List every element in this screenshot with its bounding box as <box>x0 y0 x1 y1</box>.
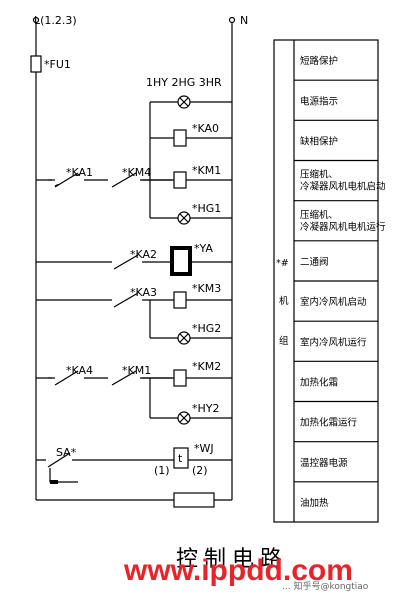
contact-km4 <box>111 172 137 188</box>
table-side-mark: *# <box>276 258 289 269</box>
wj-pin2-label: (2) <box>192 464 208 477</box>
km1-contact-label: *KM1 <box>122 364 151 377</box>
table-cell: 电源指示 <box>300 95 338 107</box>
watermark-site: www.ippdd.com <box>123 554 353 587</box>
table-cell: 油加热 <box>300 497 329 509</box>
ka1-label: *KA1 <box>66 166 93 179</box>
contact-ka2 <box>113 254 139 270</box>
fuse-fu1 <box>30 55 42 73</box>
km3-label: *KM3 <box>192 282 221 295</box>
l-terminal <box>32 16 40 24</box>
lamp-header-label: 1HY 2HG 3HR <box>146 76 222 89</box>
ka0-label: *KA0 <box>192 122 219 135</box>
table-cell: 加热化霜 <box>300 376 338 388</box>
coil-km3 <box>173 291 187 309</box>
n-terminal <box>228 16 236 24</box>
table-side-char-1: 机 <box>279 295 289 307</box>
switch-sa-actuator <box>49 468 78 483</box>
km4-contact-label: *KM4 <box>122 166 151 179</box>
watermark-credit: ... 知乎号@kongtiao <box>282 580 369 592</box>
table-cell: 压缩机、冷凝器风机电机运行 <box>300 209 386 233</box>
table-cell: 加热化霜运行 <box>300 417 358 429</box>
table-cell: 温控器电源 <box>300 457 348 469</box>
hg2-label: *HG2 <box>192 322 221 335</box>
km1-coil-label: *KM1 <box>192 164 221 177</box>
relay-wj <box>173 447 189 469</box>
contact-km1 <box>111 370 137 386</box>
contact-ka3 <box>113 292 139 308</box>
table-cell: 室内冷风机运行 <box>300 336 367 348</box>
n-bus-label: N <box>240 14 248 27</box>
heater-element <box>173 492 215 508</box>
l-bus-label: L(1.2.3) <box>34 14 77 27</box>
switch-sa <box>47 452 71 468</box>
table-side-char-2: 组 <box>279 335 289 347</box>
coil-ka0 <box>173 129 187 147</box>
ka3-label: *KA3 <box>130 286 157 299</box>
hg1-label: *HG1 <box>192 202 221 215</box>
coil-ya <box>170 246 192 276</box>
wj-pin1-label: (1) <box>154 464 170 477</box>
sa-label: SA* <box>56 446 77 459</box>
ka4-label: *KA4 <box>66 364 93 377</box>
ka2-label: *KA2 <box>130 248 157 261</box>
wj-label: *WJ <box>194 442 214 455</box>
table-cell: 短路保护 <box>300 55 338 67</box>
contact-ka4 <box>54 370 79 386</box>
km2-coil-label: *KM2 <box>192 360 221 373</box>
table-cell: 二通阀 <box>300 256 329 268</box>
table-cell: 缺相保护 <box>300 135 338 147</box>
hy2-label: *HY2 <box>192 402 220 415</box>
fuse-label: *FU1 <box>44 58 71 71</box>
table-cell: 压缩机、冷凝器风机电机启动 <box>300 169 386 193</box>
table-cell: 室内冷风机启动 <box>300 296 367 308</box>
coil-km1 <box>173 171 187 189</box>
coil-km2 <box>173 369 187 387</box>
ya-label: *YA <box>194 242 213 255</box>
diagram-title: 控制电路 <box>176 547 288 572</box>
wj-t-label: t <box>178 452 183 465</box>
